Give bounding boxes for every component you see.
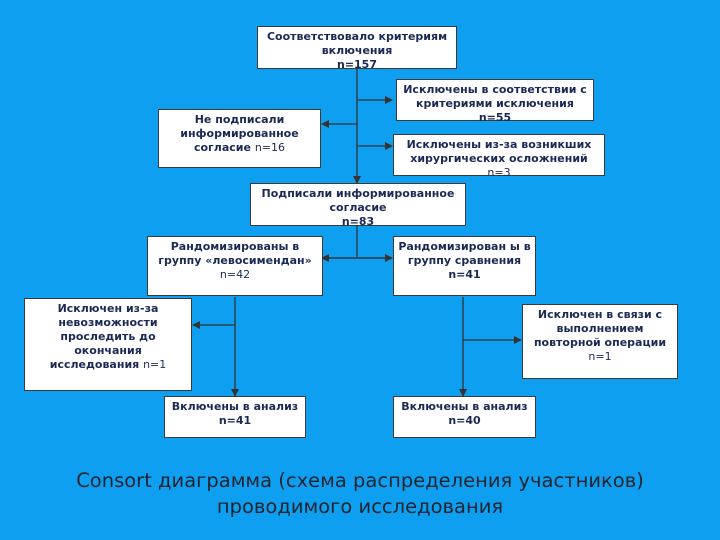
excluded-reop-box: Исключен в связи с выполнением повторной… bbox=[522, 304, 678, 379]
excluded-criteria-count: n=55 bbox=[478, 111, 512, 124]
consented-count: n=83 bbox=[341, 215, 375, 228]
excluded-followup-text: Исключен из-за невозможности проследить … bbox=[49, 302, 159, 371]
analyzed-comp-count: n=40 bbox=[448, 414, 481, 427]
excluded-criteria-text: Исключены в соответствии с критериями ис… bbox=[403, 83, 587, 110]
analyzed-levo-count: n=41 bbox=[218, 414, 252, 427]
excluded-complications-count: n=3 bbox=[487, 166, 511, 179]
analyzed-comp-text: Включены в анализ bbox=[401, 400, 528, 413]
group-comp-text: Рандомизирован ы в группу сравнения bbox=[398, 240, 531, 267]
excluded-complications-box: Исключены из-за возникших хирургических … bbox=[393, 134, 605, 179]
diagram-caption: Consort диаграмма (схема распределения у… bbox=[76, 469, 644, 518]
eligible-box: Соответствовало критериям включения n=15… bbox=[257, 26, 457, 71]
excluded-reop-text: Исключен в связи с выполнением повторной… bbox=[533, 308, 667, 349]
excluded-complications-text: Исключены из-за возникших хирургических … bbox=[406, 138, 592, 165]
group-levo-box: Рандомизированы в группу «левосимендан» … bbox=[147, 236, 323, 296]
group-comp-count: n=41 bbox=[448, 268, 481, 281]
excluded-criteria-box: Исключены в соответствии с критериями ис… bbox=[396, 79, 594, 124]
consented-box: Подписали информированное согласие n=83 bbox=[250, 183, 466, 228]
no-consent-box: Не подписали информированное согласие n=… bbox=[158, 109, 321, 168]
group-comp-box: Рандомизирован ы в группу сравнения n=41 bbox=[393, 236, 536, 296]
analyzed-levo-box: Включены в анализ n=41 bbox=[164, 396, 306, 438]
analyzed-levo-text: Включены в анализ bbox=[171, 400, 299, 413]
excluded-followup-count: n=1 bbox=[143, 358, 167, 371]
no-consent-text: Не подписали информированное согласие bbox=[180, 113, 299, 154]
eligible-text: Соответствовало критериям включения bbox=[266, 30, 448, 57]
no-consent-count: n=16 bbox=[254, 141, 286, 154]
consented-text: Подписали информированное согласие bbox=[261, 187, 455, 214]
eligible-count: n=157 bbox=[336, 58, 377, 71]
excluded-followup-box: Исключен из-за невозможности проследить … bbox=[24, 298, 192, 391]
group-levo-text: Рандомизированы в группу «левосимендан» bbox=[158, 240, 312, 267]
analyzed-comp-box: Включены в анализ n=40 bbox=[393, 396, 536, 438]
excluded-reop-count: n=1 bbox=[588, 350, 612, 363]
group-levo-count: n=42 bbox=[219, 268, 251, 281]
